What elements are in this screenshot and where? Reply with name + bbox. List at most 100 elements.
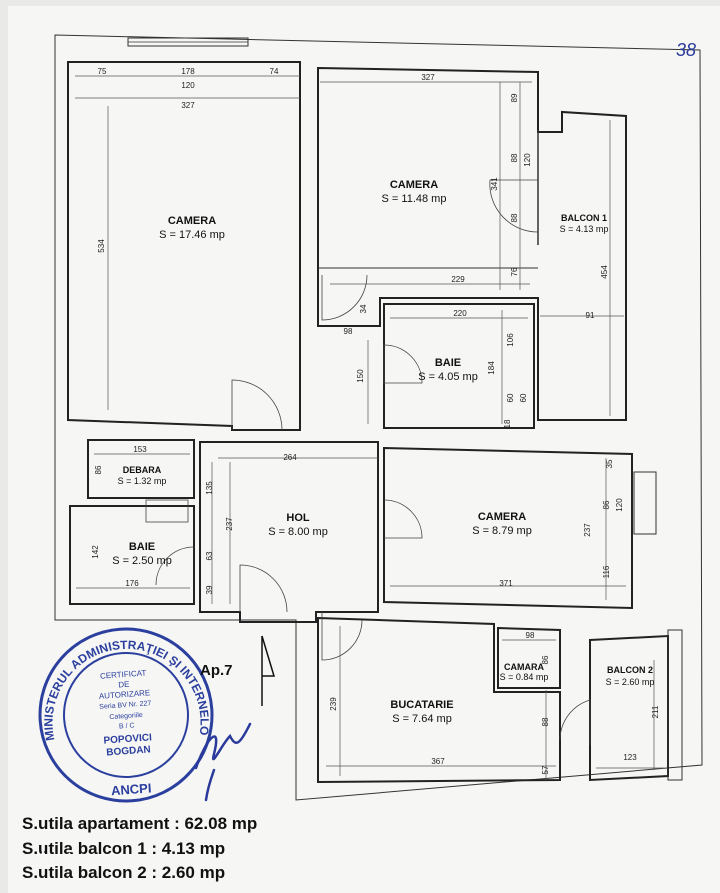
stamp-line8: BOGDAN <box>106 744 151 758</box>
dim-label: 176 <box>125 579 139 588</box>
debara-walls <box>87 439 195 499</box>
bucatarie-area: S = 7.64 mp <box>392 713 452 725</box>
balcon2-name: BALCON 2 <box>607 665 653 675</box>
camera1-name: CAMERA <box>168 215 216 227</box>
dim-label: 220 <box>453 309 467 318</box>
dim-label: 98 <box>344 327 353 336</box>
dim-label: 120 <box>523 153 532 167</box>
dim-label: 35 <box>605 459 614 468</box>
dim-label: 18 <box>503 419 512 428</box>
dim-label: 123 <box>623 753 637 762</box>
dim-label: 371 <box>499 579 513 588</box>
hol-walls <box>199 441 379 623</box>
camera1-area: S = 17.46 mp <box>159 229 225 241</box>
dimension-lines <box>75 75 664 780</box>
baie2-area: S = 2.50 mp <box>112 555 172 567</box>
dim-label: 120 <box>615 498 624 512</box>
door-balcon2 <box>559 699 591 745</box>
baie2-walls <box>69 505 195 605</box>
dim-label: 237 <box>225 517 234 531</box>
summary-balcon1-area: S.utila balcon 1 : 4.13 mp <box>22 839 226 858</box>
dim-label: 153 <box>133 445 147 454</box>
dim-label: 39 <box>205 585 214 594</box>
dim-label: 237 <box>583 523 592 537</box>
dim-label: 135 <box>205 481 214 495</box>
dim-label: 150 <box>356 369 365 383</box>
baie1-name: BAIE <box>435 357 461 369</box>
dim-label: 120 <box>181 81 195 90</box>
camara-walls <box>497 626 561 689</box>
stamp-line2: DE <box>118 680 130 690</box>
summary-apartment-area: S.utila apartament : 62.08 mp <box>22 814 258 833</box>
door-baie2 <box>155 546 195 586</box>
page-number: 38 <box>676 40 697 60</box>
storia-watermark: storia <box>28 848 86 870</box>
door-bucatarie <box>321 612 363 661</box>
door-camera1 <box>231 379 283 431</box>
north-arrow-icon <box>261 635 276 706</box>
baie2-name: BAIE <box>129 541 155 553</box>
signature <box>194 722 252 802</box>
camera2-area: S = 11.48 mp <box>382 193 447 205</box>
dim-label: 34 <box>359 304 368 313</box>
camara-area: S = 0.84 mp <box>500 672 549 682</box>
summary-balcon2-area: S.utila balcon 2 : 2.60 mp <box>22 863 226 882</box>
dim-label: 75 <box>98 67 107 76</box>
dim-label: 534 <box>97 239 106 253</box>
stamp-line6: B / C <box>119 722 135 730</box>
bucatarie-name: BUCATARIE <box>390 699 453 711</box>
outer-outline <box>54 34 703 801</box>
camera2-name: CAMERA <box>390 179 438 191</box>
dim-label: 454 <box>600 265 609 279</box>
stamp-line1: CERTIFICAT <box>100 668 147 680</box>
stamp-line4: Seria BV Nr. 227 <box>99 700 152 711</box>
dim-label: 86 <box>602 500 611 509</box>
dim-label: 116 <box>602 565 611 578</box>
debara-door <box>145 499 189 523</box>
dim-label: 239 <box>329 697 338 711</box>
apartment-label: Ap.7 <box>200 662 233 679</box>
dim-label: 86 <box>541 655 550 664</box>
dim-label: 76 <box>510 267 519 276</box>
bucatarie-walls <box>317 616 561 784</box>
door-balcon1 <box>489 179 539 233</box>
paper-sheet <box>8 6 720 893</box>
dim-label: 88 <box>541 717 550 726</box>
door-baie1 <box>383 344 423 384</box>
dim-label: 367 <box>431 757 445 766</box>
dim-label: 327 <box>421 73 435 82</box>
balcon2-railing <box>667 629 683 781</box>
dim-label: 264 <box>283 453 297 462</box>
dim-label: 211 <box>651 705 660 718</box>
baie1-walls <box>383 303 535 429</box>
dim-label: 74 <box>270 67 279 76</box>
debara-area: S = 1.32 mp <box>118 476 167 486</box>
dim-label: 106 <box>506 333 515 347</box>
balcon1-area: S = 4.13 mp <box>560 224 609 234</box>
dim-label: 327 <box>181 101 195 110</box>
stamp-bottom-text: ANCPI <box>110 780 151 798</box>
hol-name: HOL <box>286 512 310 524</box>
stamp-line7: POPOVICI <box>103 732 152 746</box>
dim-label: 341 <box>490 177 499 191</box>
hol-area: S = 8.00 mp <box>268 526 328 538</box>
balcon1-name: BALCON 1 <box>561 213 607 223</box>
dim-label: 88 <box>510 153 519 162</box>
dim-label: 89 <box>510 93 519 102</box>
balcon2-area: S = 2.60 mp <box>606 677 655 687</box>
stamp-line5: Categoriile <box>109 712 143 721</box>
stamp-line3: AUTORIZARE <box>99 688 151 701</box>
camera3-window <box>633 471 657 535</box>
dim-label: 88 <box>510 213 519 222</box>
dim-label: 142 <box>91 545 100 559</box>
stamp-inner-ring <box>63 652 189 778</box>
dim-label: 178 <box>181 67 195 76</box>
camera3-name: CAMERA <box>478 511 526 523</box>
camara-name: CAMARA <box>504 662 544 672</box>
stamp-outer-ring <box>38 627 214 803</box>
door-hol-bottom <box>239 564 288 613</box>
camera3-walls <box>383 446 633 610</box>
dim-label: 57 <box>541 765 550 774</box>
dim-label: 60 <box>506 393 515 402</box>
